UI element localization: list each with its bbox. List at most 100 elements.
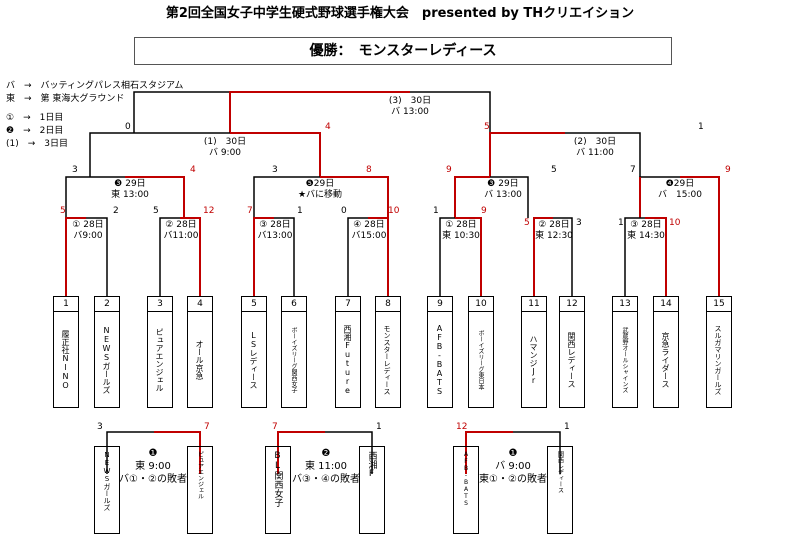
match-note: バ①・②の敗者	[119, 474, 187, 485]
sf-match-1: (1) 30日 バ 9:00	[180, 137, 270, 159]
team-name: ハマンジJr	[529, 335, 538, 385]
score: 3	[576, 218, 582, 228]
team-number: 10	[469, 297, 493, 312]
r1-match: ② 28日バ11:00	[161, 220, 201, 242]
r1-sub: バ13:00	[257, 231, 293, 241]
score: 1	[698, 122, 704, 132]
team-box[interactable]: AFB-BATS	[453, 446, 479, 534]
score: 3	[72, 165, 78, 175]
sf-sub: バ 9:00	[208, 148, 242, 158]
team-box[interactable]: BL関西女子	[265, 446, 291, 534]
legend: バ → バッティングパレス相石スタジアム 東 → 第 東海大グラウンド ① → …	[6, 80, 183, 151]
score: 8	[366, 165, 372, 175]
r1-sub: バ15:00	[351, 231, 387, 241]
score: 4	[325, 122, 331, 132]
r2-sub: バ 15:00	[658, 190, 702, 200]
r1-sub: 東 14:30	[627, 231, 665, 241]
score: 5	[524, 218, 530, 228]
team-box[interactable]: NEWSガールズ	[94, 446, 120, 534]
consolation-match: ❶ 東 9:00 バ①・②の敗者	[113, 447, 193, 486]
r1-label: ① 28日	[72, 220, 104, 230]
team-name: 西湘F	[366, 451, 377, 479]
match-note: バ③・④の敗者	[292, 474, 360, 485]
score: 9	[481, 206, 487, 216]
r2-sub: ★バに移動	[297, 190, 343, 200]
r2-match: ❺29日 ★バに移動	[285, 179, 355, 201]
consolation-match: ❶ バ 9:00 東①・②の敗者	[473, 447, 553, 486]
page-title: 第2回全国女子中学生硬式野球選手権大会 presented by THクリエイシ…	[165, 6, 635, 21]
r2-match: ❸ 29日 東 13:00	[95, 179, 165, 201]
match-mark: ❷	[321, 448, 331, 459]
r1-label: ③ 28日	[630, 220, 662, 230]
score: 5	[484, 122, 490, 132]
r1-sub: バ9:00	[73, 231, 103, 241]
score: 7	[204, 422, 210, 432]
r1-match: ② 28日東 12:30	[534, 220, 574, 242]
sf-sub: バ 11:00	[576, 148, 614, 158]
legend-item: (1) → 3日目	[6, 139, 69, 149]
team-number: 3	[148, 297, 172, 312]
legend-item: ① → 1日目	[6, 113, 64, 123]
sf-label: (2) 30日	[573, 137, 617, 147]
score: 12	[203, 206, 215, 216]
score: 1	[297, 206, 303, 216]
consolation-match: ❷ 東 11:00 バ③・④の敗者	[286, 447, 366, 486]
team-name: BL関西女子	[272, 451, 283, 507]
team-number: 4	[188, 297, 212, 312]
r1-sub: バ11:00	[163, 231, 199, 241]
team-number: 1	[54, 297, 78, 312]
team-number: 8	[376, 297, 400, 312]
score: 3	[97, 422, 103, 432]
team-number: 15	[707, 297, 731, 312]
team-name: NEWSガールズ	[103, 451, 111, 511]
score: 10	[388, 206, 400, 216]
team-box[interactable]: ピュアエンジェル	[187, 446, 213, 534]
team-box[interactable]: 関西レディース	[547, 446, 573, 534]
match-mark: ❶	[508, 448, 518, 459]
score: 1	[564, 422, 570, 432]
r2-label: ❸ 29日	[114, 179, 146, 189]
team-number: 11	[522, 297, 546, 312]
team-box[interactable]: 11 ハマンジJr	[521, 296, 547, 408]
team-box[interactable]: 6 ボーイズリーグ関西女子	[281, 296, 307, 408]
r1-match: ① 28日バ9:00	[68, 220, 108, 242]
score: 1	[376, 422, 382, 432]
team-name: 関西レディース	[556, 451, 564, 493]
final-label: (3) 30日	[388, 96, 432, 106]
r2-label: ❺29日	[305, 179, 335, 189]
r1-match: ④ 28日バ15:00	[349, 220, 389, 242]
team-name: LSレディース	[249, 331, 258, 389]
team-name: 京急ライダース	[661, 332, 670, 388]
team-box[interactable]: 西湘F	[359, 446, 385, 534]
score: 3	[272, 165, 278, 175]
match-note: 東①・②の敗者	[479, 474, 547, 485]
team-name: AFB-BATS	[435, 324, 444, 396]
score: 2	[113, 206, 119, 216]
match-time: バ 9:00	[495, 461, 531, 472]
match-time: 東 11:00	[305, 461, 347, 472]
r2-label: ❸ 29日	[487, 179, 519, 189]
team-number: 5	[242, 297, 266, 312]
r1-label: ③ 28日	[259, 220, 291, 230]
score: 1	[618, 218, 624, 228]
team-number: 6	[282, 297, 306, 312]
team-number: 12	[560, 297, 584, 312]
team-name: ボーイズリーグ関西女子	[290, 327, 297, 393]
r1-label: ② 28日	[538, 220, 570, 230]
team-name: AFB-BATS	[462, 451, 470, 507]
team-number: 13	[613, 297, 637, 312]
